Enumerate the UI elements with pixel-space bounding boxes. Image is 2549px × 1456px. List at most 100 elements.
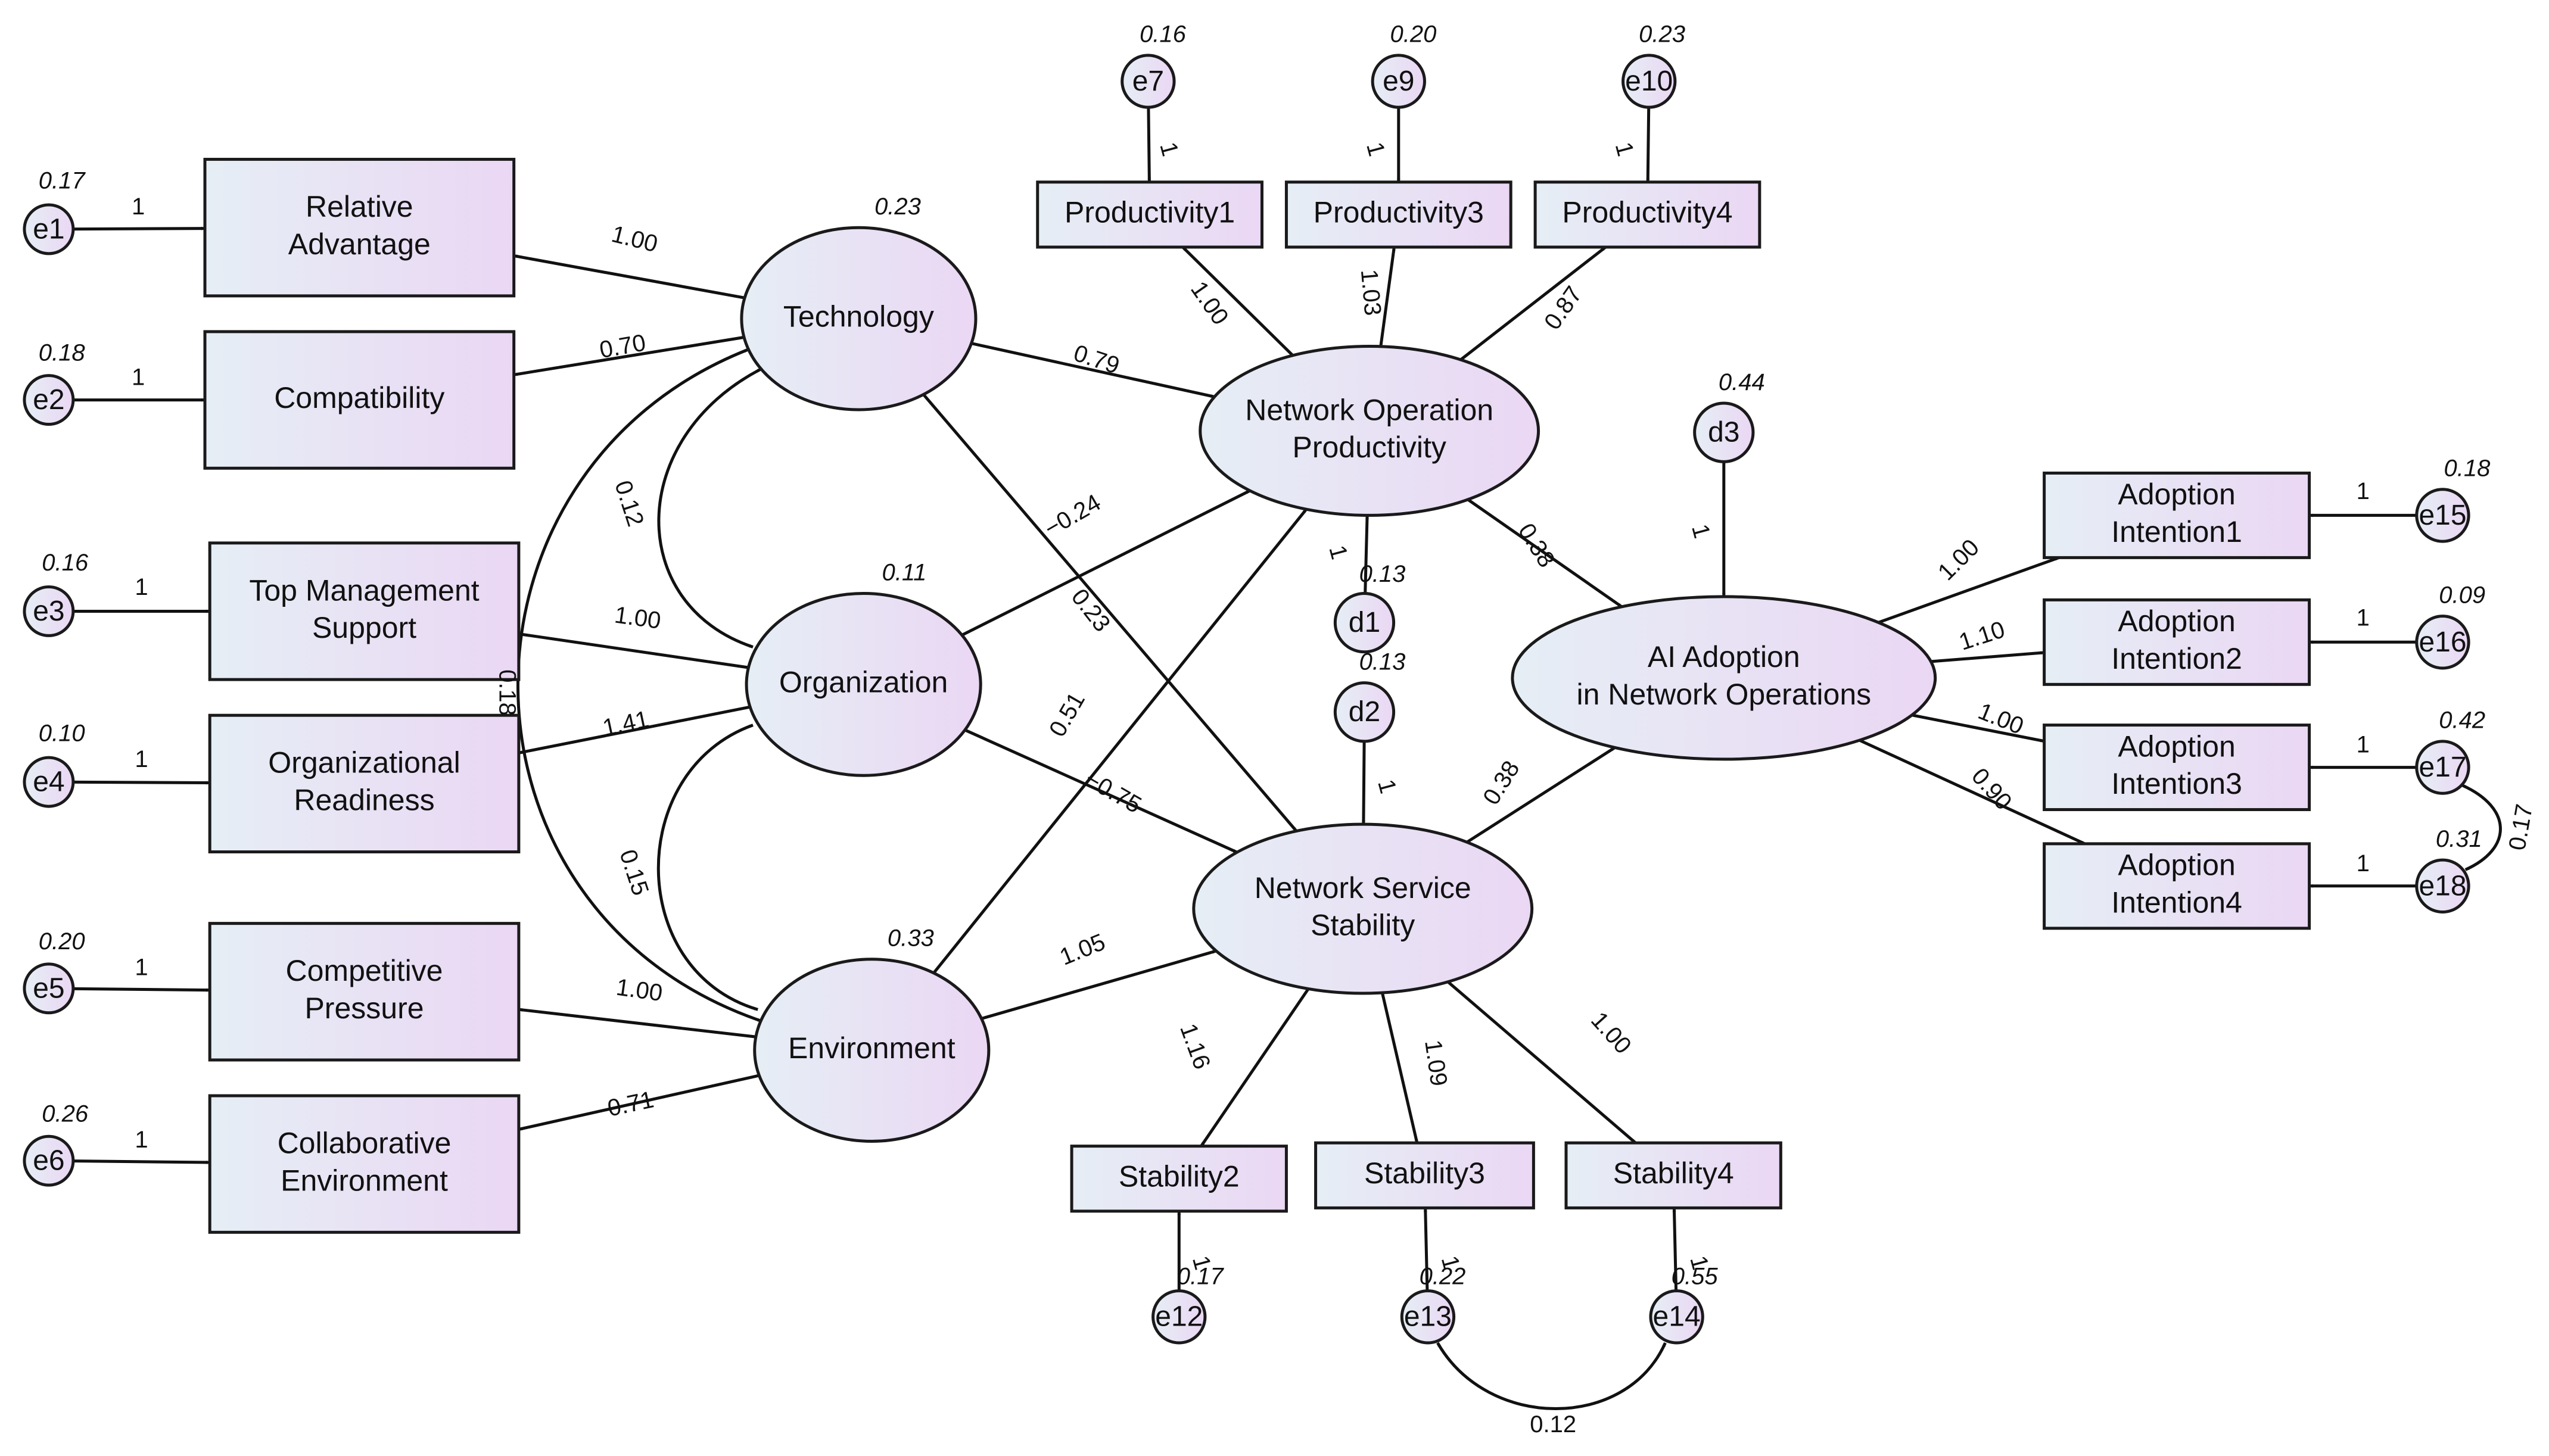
node-e1: e1 <box>23 203 75 255</box>
variance-d2: 0.13 <box>1359 649 1406 675</box>
node-e10: e10 <box>1621 54 1677 109</box>
node-ai1-box <box>2043 471 2311 559</box>
cov-org-env <box>656 724 758 1011</box>
node-p3-label-1: Productivity3 <box>1314 196 1484 229</box>
path-nss-ai-label: 0.38 <box>1478 756 1525 809</box>
node-e12: e12 <box>1151 1289 1207 1345</box>
path-d3-weight: 1 <box>1686 522 1715 541</box>
node-e15: e15 <box>2415 488 2470 543</box>
variance-e5: 0.20 <box>39 928 85 955</box>
node-cp-label-1: Competitive <box>286 954 443 987</box>
node-e5-circle <box>23 962 75 1015</box>
node-e12-label: e12 <box>1155 1301 1203 1333</box>
node-d1: d1 <box>1333 591 1396 654</box>
variance-d3: 0.44 <box>1719 369 1765 395</box>
node-e14-label: e14 <box>1653 1301 1701 1333</box>
path-org-tms-label: 1.00 <box>613 601 662 634</box>
node-e5-label: e5 <box>33 972 64 1004</box>
node-e9: e9 <box>1371 54 1426 109</box>
node-tms-box <box>208 541 521 681</box>
path-nss-s4 <box>1446 980 1637 1145</box>
node-s4-box <box>1564 1141 1782 1209</box>
path-env-cp-label: 1.00 <box>615 974 664 1006</box>
node-ai4-label-1: Adoption <box>2118 849 2235 882</box>
node-ra-label-2: Advantage <box>288 227 431 261</box>
node-nop-label-1: Network Operation <box>1245 393 1493 426</box>
node-ai2-label-1: Adoption <box>2118 604 2235 638</box>
node-cp-label-2: Pressure <box>304 992 424 1025</box>
node-ai3-box <box>2043 724 2311 812</box>
path-tech-ra-label: 1.00 <box>609 221 660 258</box>
path-tech-co <box>513 335 745 376</box>
variance-e14: 0.55 <box>1672 1263 1719 1289</box>
variance-e2: 0.18 <box>39 340 86 366</box>
node-nss-label-2: Stability <box>1311 909 1415 942</box>
variance-e12: 0.17 <box>1177 1263 1225 1289</box>
node-or-label-2: Readiness <box>294 784 434 817</box>
path-e10 <box>1646 107 1651 182</box>
node-e13: e13 <box>1400 1289 1456 1345</box>
node-nss-ellipse <box>1192 822 1534 995</box>
node-ai2-box <box>2043 598 2311 686</box>
path-org-nss <box>964 728 1238 854</box>
path-org-nop-label: −0.24 <box>1040 490 1106 543</box>
node-s2-label-1: Stability2 <box>1119 1160 1240 1193</box>
node-e2-label: e2 <box>33 384 64 416</box>
path-e9-weight: 1 <box>1361 139 1390 159</box>
node-e2-circle <box>23 374 75 426</box>
node-co-label-1: Compatibility <box>274 381 444 414</box>
path-nop-p1 <box>1181 246 1294 357</box>
node-nop-label-2: Productivity <box>1292 431 1446 464</box>
cov-e17-e18-label: 0.17 <box>2504 802 2538 852</box>
path-nop-ai <box>1467 498 1623 608</box>
node-env-label-1: Environment <box>788 1031 956 1065</box>
path-org-or-label: 1.41 <box>600 706 651 741</box>
node-d2-label: d2 <box>1349 696 1380 728</box>
path-tech-ra <box>513 254 745 300</box>
path-e17-weight: 1 <box>2357 732 2370 758</box>
node-ai3-label-2: Intention3 <box>2111 767 2242 800</box>
path-ai-ai4 <box>1859 738 2086 846</box>
path-ai-ai3 <box>1912 713 2045 743</box>
node-e9-circle <box>1371 54 1426 109</box>
node-e7-label: e7 <box>1132 66 1164 97</box>
variance-e7: 0.16 <box>1140 21 1187 48</box>
path-org-or <box>518 705 751 754</box>
path-nss-s4-label: 1.00 <box>1586 1007 1636 1059</box>
node-co-box <box>203 330 516 470</box>
node-e18: e18 <box>2415 858 2470 914</box>
node-e12-circle <box>1151 1289 1207 1345</box>
node-nss-label-1: Network Service <box>1255 871 1471 905</box>
node-e7-circle <box>1121 54 1176 109</box>
path-e5-weight: 1 <box>135 955 148 981</box>
path-e14 <box>1672 1208 1678 1291</box>
variance-env: 0.33 <box>888 925 934 951</box>
node-d1-circle <box>1333 591 1396 654</box>
variance-e15: 0.18 <box>2444 456 2491 482</box>
node-tech: Technology <box>740 226 978 411</box>
node-p3: Productivity3 <box>1284 180 1512 249</box>
node-or-label-1: Organizational <box>268 746 460 780</box>
node-e4-label: e4 <box>33 766 64 798</box>
cov-e17-e18 <box>2461 784 2502 871</box>
node-e1-circle <box>23 203 75 255</box>
variance-e3: 0.16 <box>42 550 89 576</box>
node-ai2-label-2: Intention2 <box>2111 642 2242 675</box>
path-nss-s3-label: 1.09 <box>1420 1038 1452 1087</box>
node-e17: e17 <box>2415 740 2470 795</box>
node-e14: e14 <box>1649 1289 1704 1345</box>
node-ai4-label-2: Intention4 <box>2111 886 2242 919</box>
path-e13 <box>1423 1208 1429 1291</box>
path-d1 <box>1364 515 1369 594</box>
variance-e13: 0.22 <box>1420 1263 1466 1289</box>
variance-e16: 0.09 <box>2439 582 2485 608</box>
node-ai-ellipse <box>1511 595 1937 761</box>
variance-e1: 0.17 <box>39 167 86 194</box>
node-ce-label-2: Environment <box>281 1164 448 1197</box>
node-e14-circle <box>1649 1289 1704 1345</box>
path-e1-weight: 1 <box>132 194 145 220</box>
path-e7 <box>1147 107 1151 182</box>
